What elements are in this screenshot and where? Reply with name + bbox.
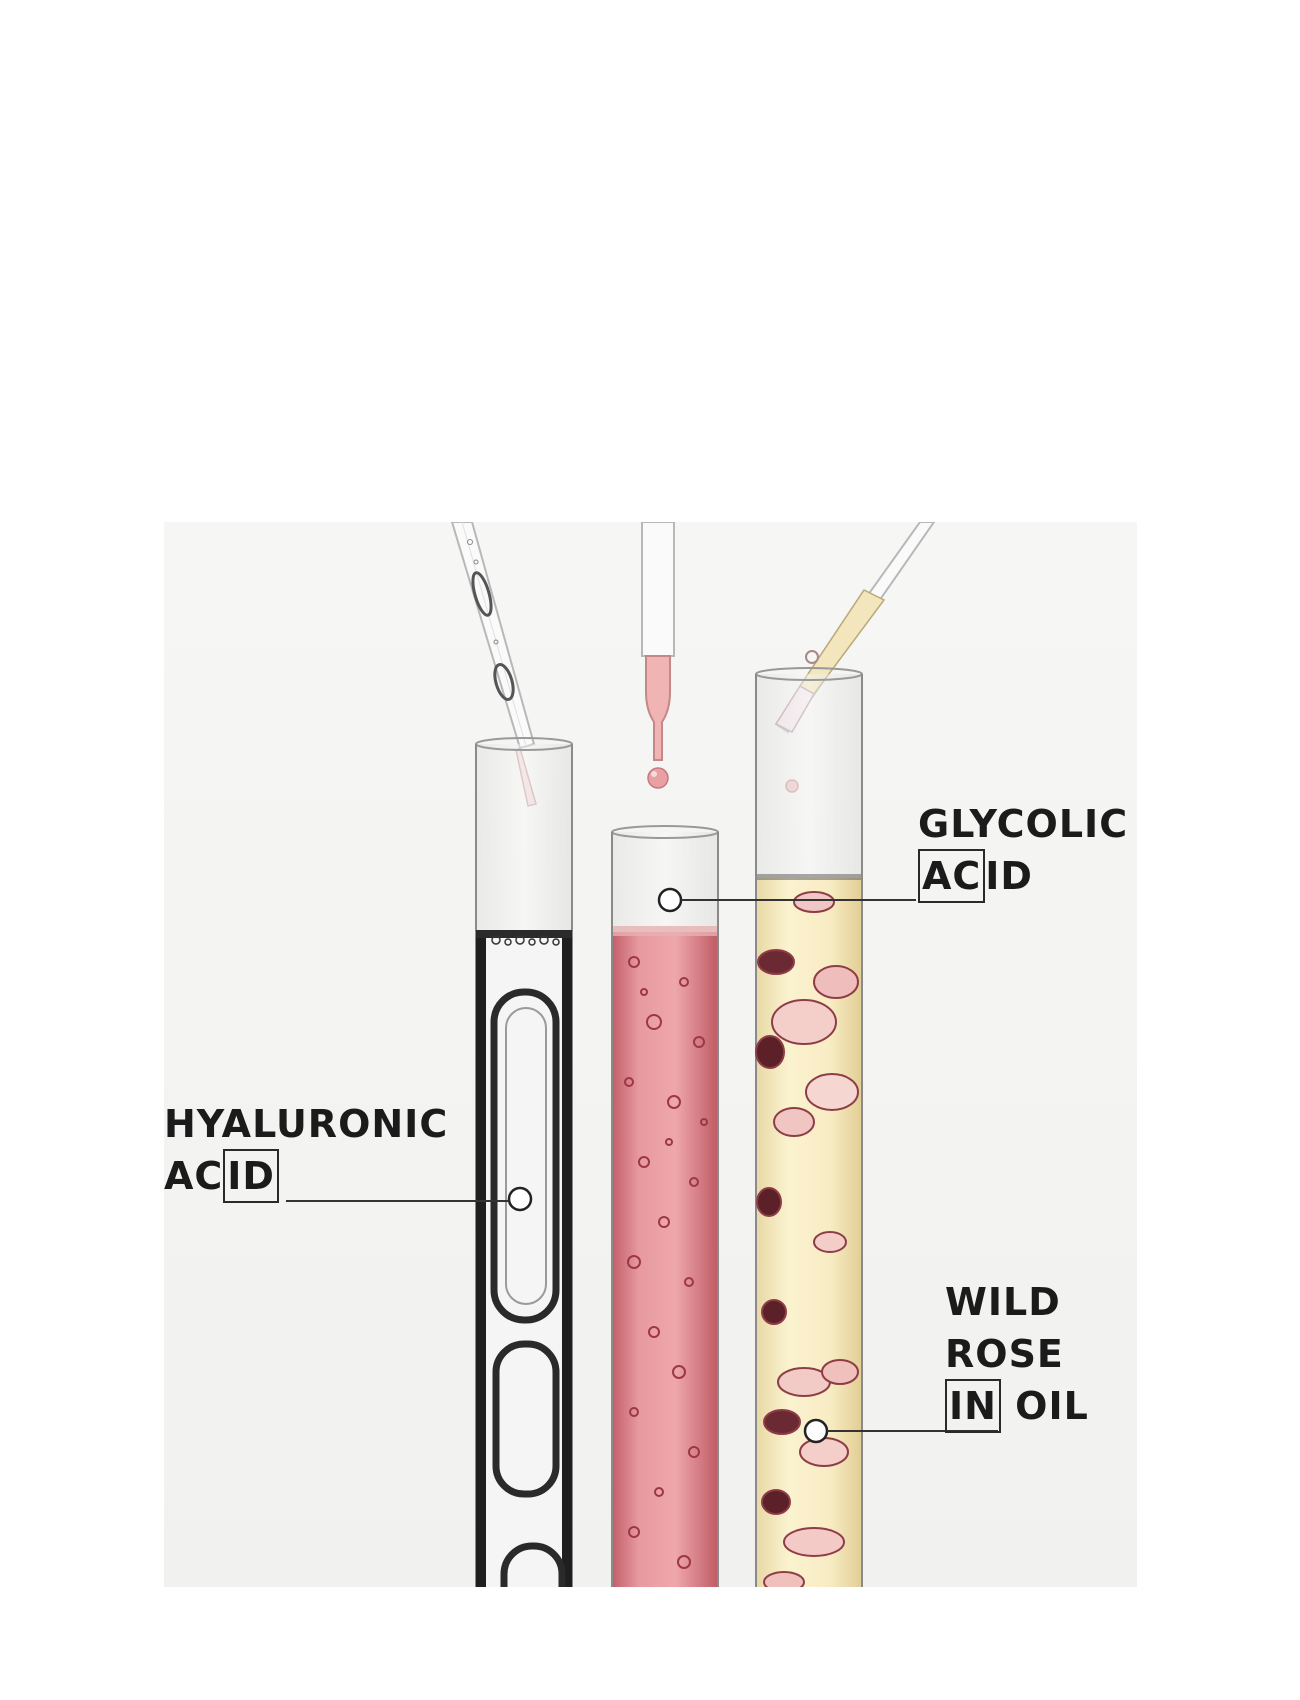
- glycolic-boxed-text: AC: [918, 849, 986, 903]
- wildrose-line1: WILD: [945, 1280, 1061, 1324]
- wildrose-boxed-text: IN: [945, 1379, 1001, 1433]
- wild-rose-marker-dot: [803, 1418, 829, 1444]
- glycolic-marker-dot: [657, 887, 683, 913]
- wild-rose-oil-label: WILD ROSE IN OIL: [945, 1276, 1089, 1433]
- hyaluronic-acid-tube: [475, 737, 573, 1587]
- hyaluronic-marker-dot: [507, 1186, 533, 1212]
- wild-rose-oil-tube: [755, 667, 863, 1587]
- wildrose-rest-text: OIL: [1000, 1384, 1089, 1428]
- hyaluronic-line1: HYALURONIC: [164, 1102, 449, 1146]
- product-ingredients-photo: [164, 522, 1137, 1587]
- wildrose-line2: ROSE: [945, 1332, 1064, 1376]
- glycolic-line1: GLYCOLIC: [918, 802, 1129, 846]
- middle-pipette: [641, 522, 675, 789]
- hyaluronic-boxed-text: ID: [223, 1149, 279, 1203]
- pink-serum-tube: [611, 825, 719, 1587]
- hyaluronic-plain-text: AC: [164, 1154, 224, 1198]
- glycolic-rest-text: ID: [985, 854, 1033, 898]
- test-tubes-illustration: [286, 522, 998, 1587]
